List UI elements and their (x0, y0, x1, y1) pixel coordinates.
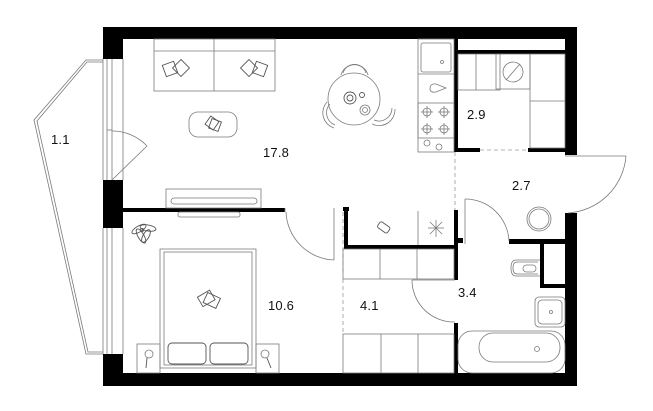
area-label-living-kitchen: 17.8 (263, 145, 290, 160)
coffee-table (188, 111, 238, 138)
area-label-balcony: 1.1 (51, 132, 70, 147)
sofa (153, 38, 276, 92)
plant-icon (131, 223, 157, 244)
appliance-unit (377, 211, 444, 245)
wardrobe-shelves (342, 248, 456, 374)
nightstands (136, 343, 280, 374)
dining-table (322, 64, 396, 129)
bedroom-door (284, 208, 335, 261)
area-label-bedroom: 10.6 (268, 298, 295, 313)
snowflake-icon (428, 220, 444, 237)
area-label-wardrobe: 4.1 (360, 298, 379, 313)
area-label-hall: 2.7 (512, 178, 531, 193)
balcony (33, 59, 148, 355)
stove-burners-icon (421, 106, 450, 135)
storage-fixtures (457, 53, 566, 151)
hall-fixtures (342, 152, 627, 275)
walls (103, 27, 577, 386)
area-label-storage: 2.9 (467, 107, 486, 122)
kitchen-counter (417, 38, 455, 153)
bathroom-fixtures (457, 259, 566, 374)
tv-unit (165, 188, 262, 218)
area-label-bathroom: 3.4 (458, 285, 477, 300)
bed (159, 248, 257, 369)
